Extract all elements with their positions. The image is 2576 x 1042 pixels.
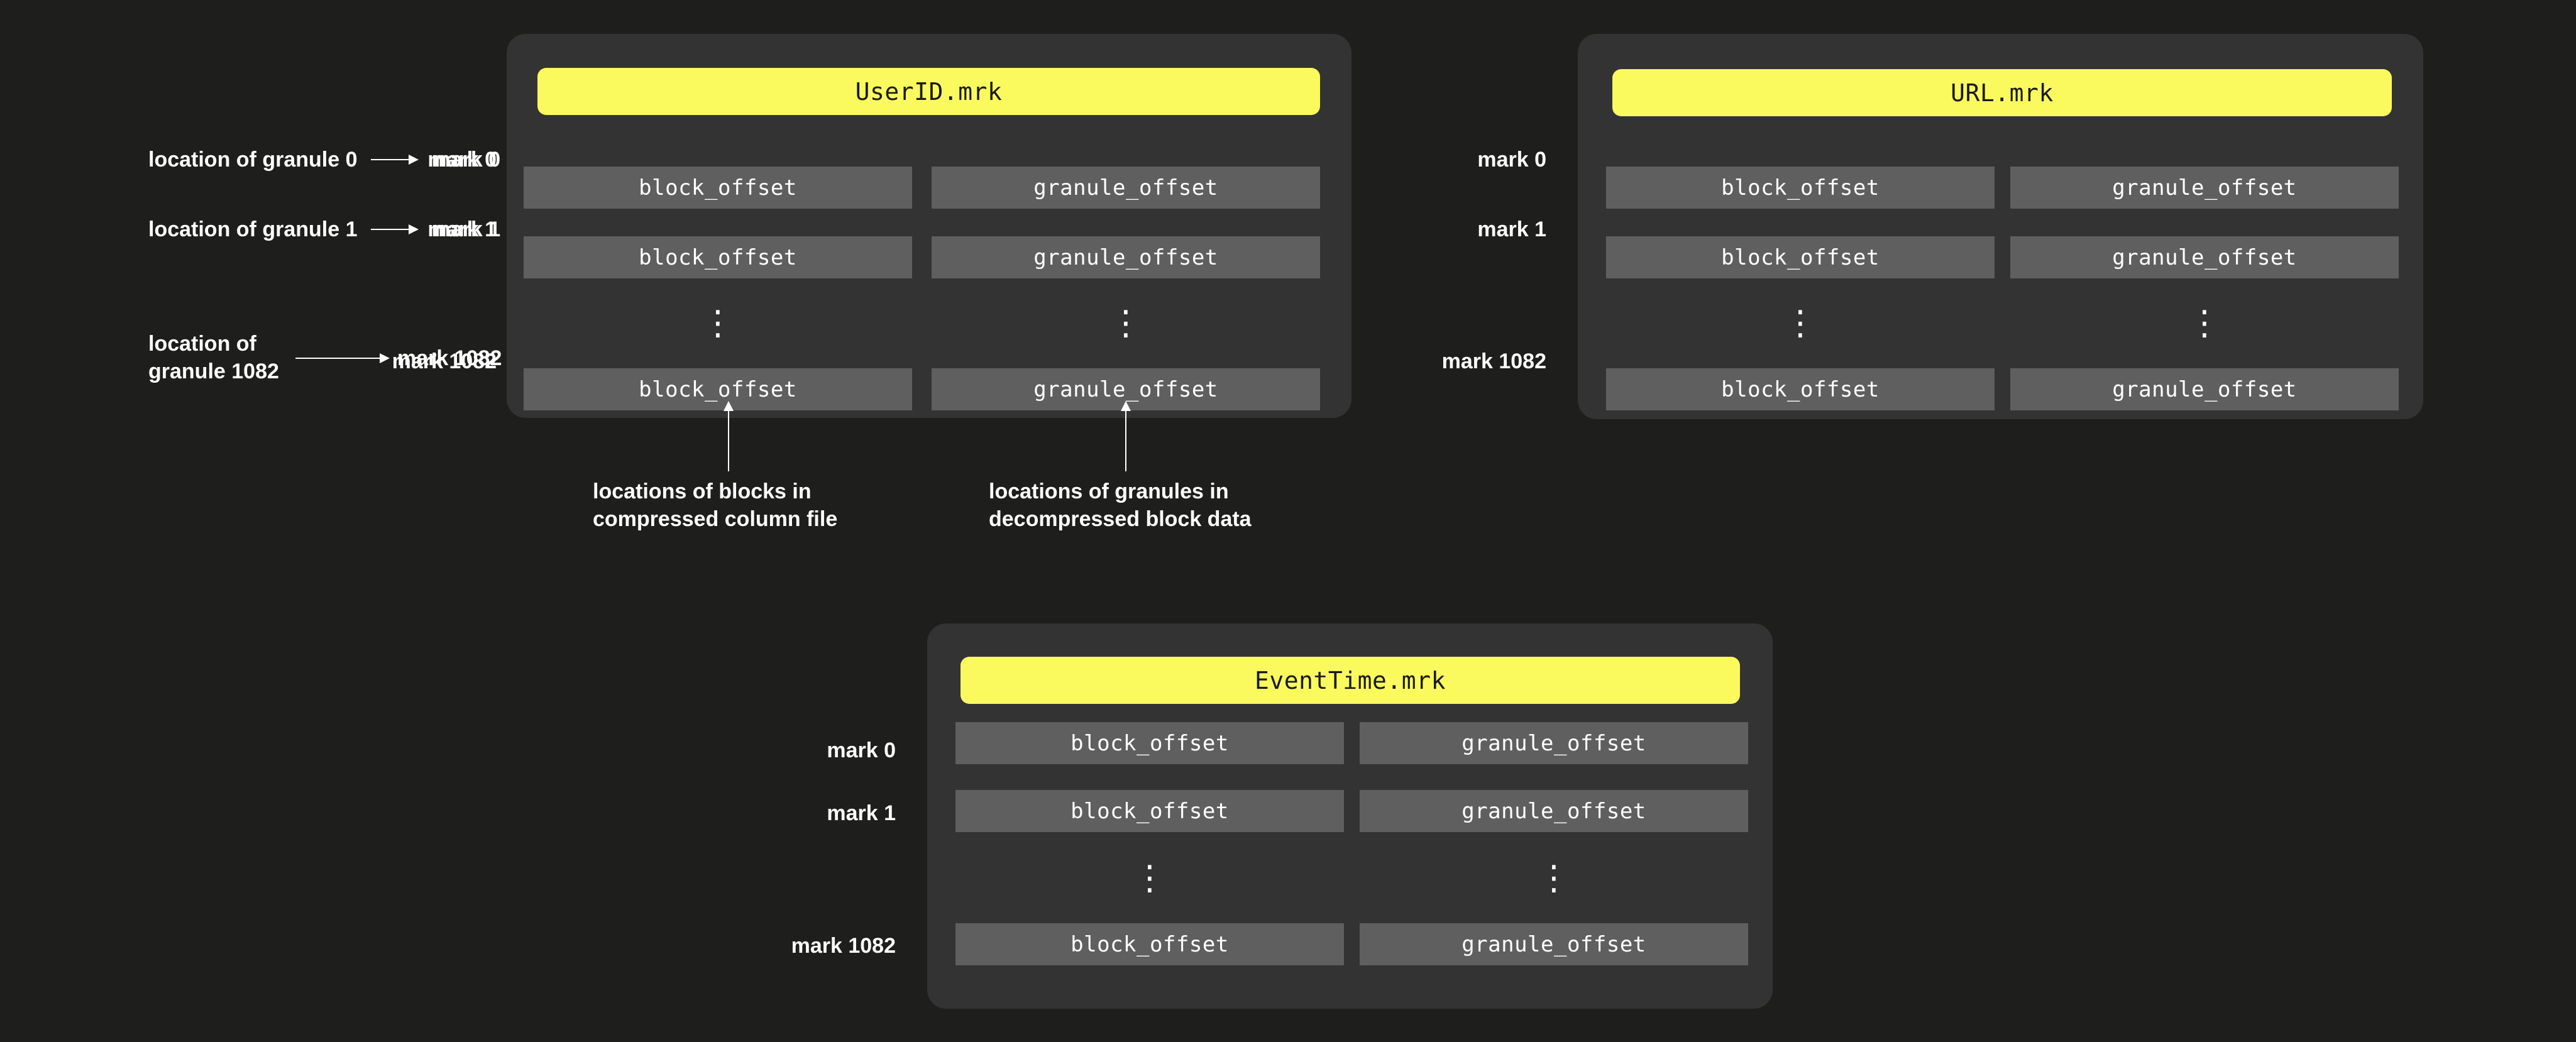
ellipsis-icon: ⋮ [701,303,735,343]
right-arrow-icon [371,229,418,230]
cell-block-offset: block_offset [1606,368,1995,410]
granule-annotation-target: mark 1082 [397,346,502,370]
cell-granule-offset: granule_offset [1360,722,1748,764]
granule-annotation-target: mark 1 [431,217,501,241]
mark-label-eventtime-1082: mark 1082 [791,933,896,958]
panel-title-eventtime: EventTime.mrk [960,657,1740,704]
granule-annotation-1: location of granule 1 mark 1 [148,216,500,243]
granule-annotation-target: mark 0 [431,147,501,172]
cell-block-offset: block_offset [524,236,912,278]
cell-granule-offset: granule_offset [1360,923,1748,965]
panel-url-mrk: URL.mrk block_offset granule_offset bloc… [1578,34,2423,419]
cell-block-offset: block_offset [1606,167,1995,209]
mark-label-eventtime-0: mark 0 [827,738,896,762]
cell-block-offset: block_offset [955,722,1344,764]
panel-title-userid: UserID.mrk [537,68,1320,115]
ellipsis-icon: ⋮ [1109,303,1143,343]
cell-granule-offset: granule_offset [2010,167,2399,209]
granule-annotation-label: location of granule 1 [148,217,358,241]
mark-label-eventtime-1: mark 1 [827,801,896,825]
cell-block-offset: block_offset [955,790,1344,832]
panel-title-url: URL.mrk [1612,69,2392,116]
callout-granules: locations of granules in decompressed bl… [989,480,1252,532]
mark-label-url-1082: mark 1082 [1441,349,1546,373]
granule-annotation-0: location of granule 0 mark 0 [148,146,500,173]
cell-granule-offset: granule_offset [932,368,1320,410]
panel-userid-mrk: UserID.mrk block_offset granule_offset b… [507,34,1351,418]
right-arrow-icon [371,159,418,160]
ellipsis-icon: ⋮ [1133,858,1167,897]
cell-granule-offset: granule_offset [2010,236,2399,278]
mark-label-userid-1: mark 1 [427,217,497,241]
mark-label-url-1: mark 1 [1477,217,1546,241]
right-arrow-icon [295,358,388,359]
mark-label-url-0: mark 0 [1477,147,1546,172]
cell-granule-offset: granule_offset [932,167,1320,209]
cell-granule-offset: granule_offset [1360,790,1748,832]
ellipsis-icon: ⋮ [1537,858,1571,897]
up-arrow-icon-blocks [728,402,729,471]
cell-block-offset: block_offset [524,167,912,209]
granule-annotation-1082: location of granule 1082 mark 1082 [148,330,502,387]
granule-annotation-label: location of granule 1082 [148,332,279,383]
ellipsis-icon: ⋮ [1783,303,1817,343]
panel-eventtime-mrk: EventTime.mrk block_offset granule_offse… [927,623,1773,1009]
mark-label-userid-1082: mark 1082 [392,349,497,373]
granule-annotation-label: location of granule 0 [148,147,358,172]
mark-label-userid-0: mark 0 [427,147,497,172]
cell-block-offset: block_offset [524,368,912,410]
cell-block-offset: block_offset [1606,236,1995,278]
cell-granule-offset: granule_offset [2010,368,2399,410]
ellipsis-icon: ⋮ [2188,303,2221,343]
up-arrow-icon-granules [1125,402,1126,471]
cell-granule-offset: granule_offset [932,236,1320,278]
cell-block-offset: block_offset [955,923,1344,965]
callout-blocks: locations of blocks in compressed column… [593,480,838,532]
